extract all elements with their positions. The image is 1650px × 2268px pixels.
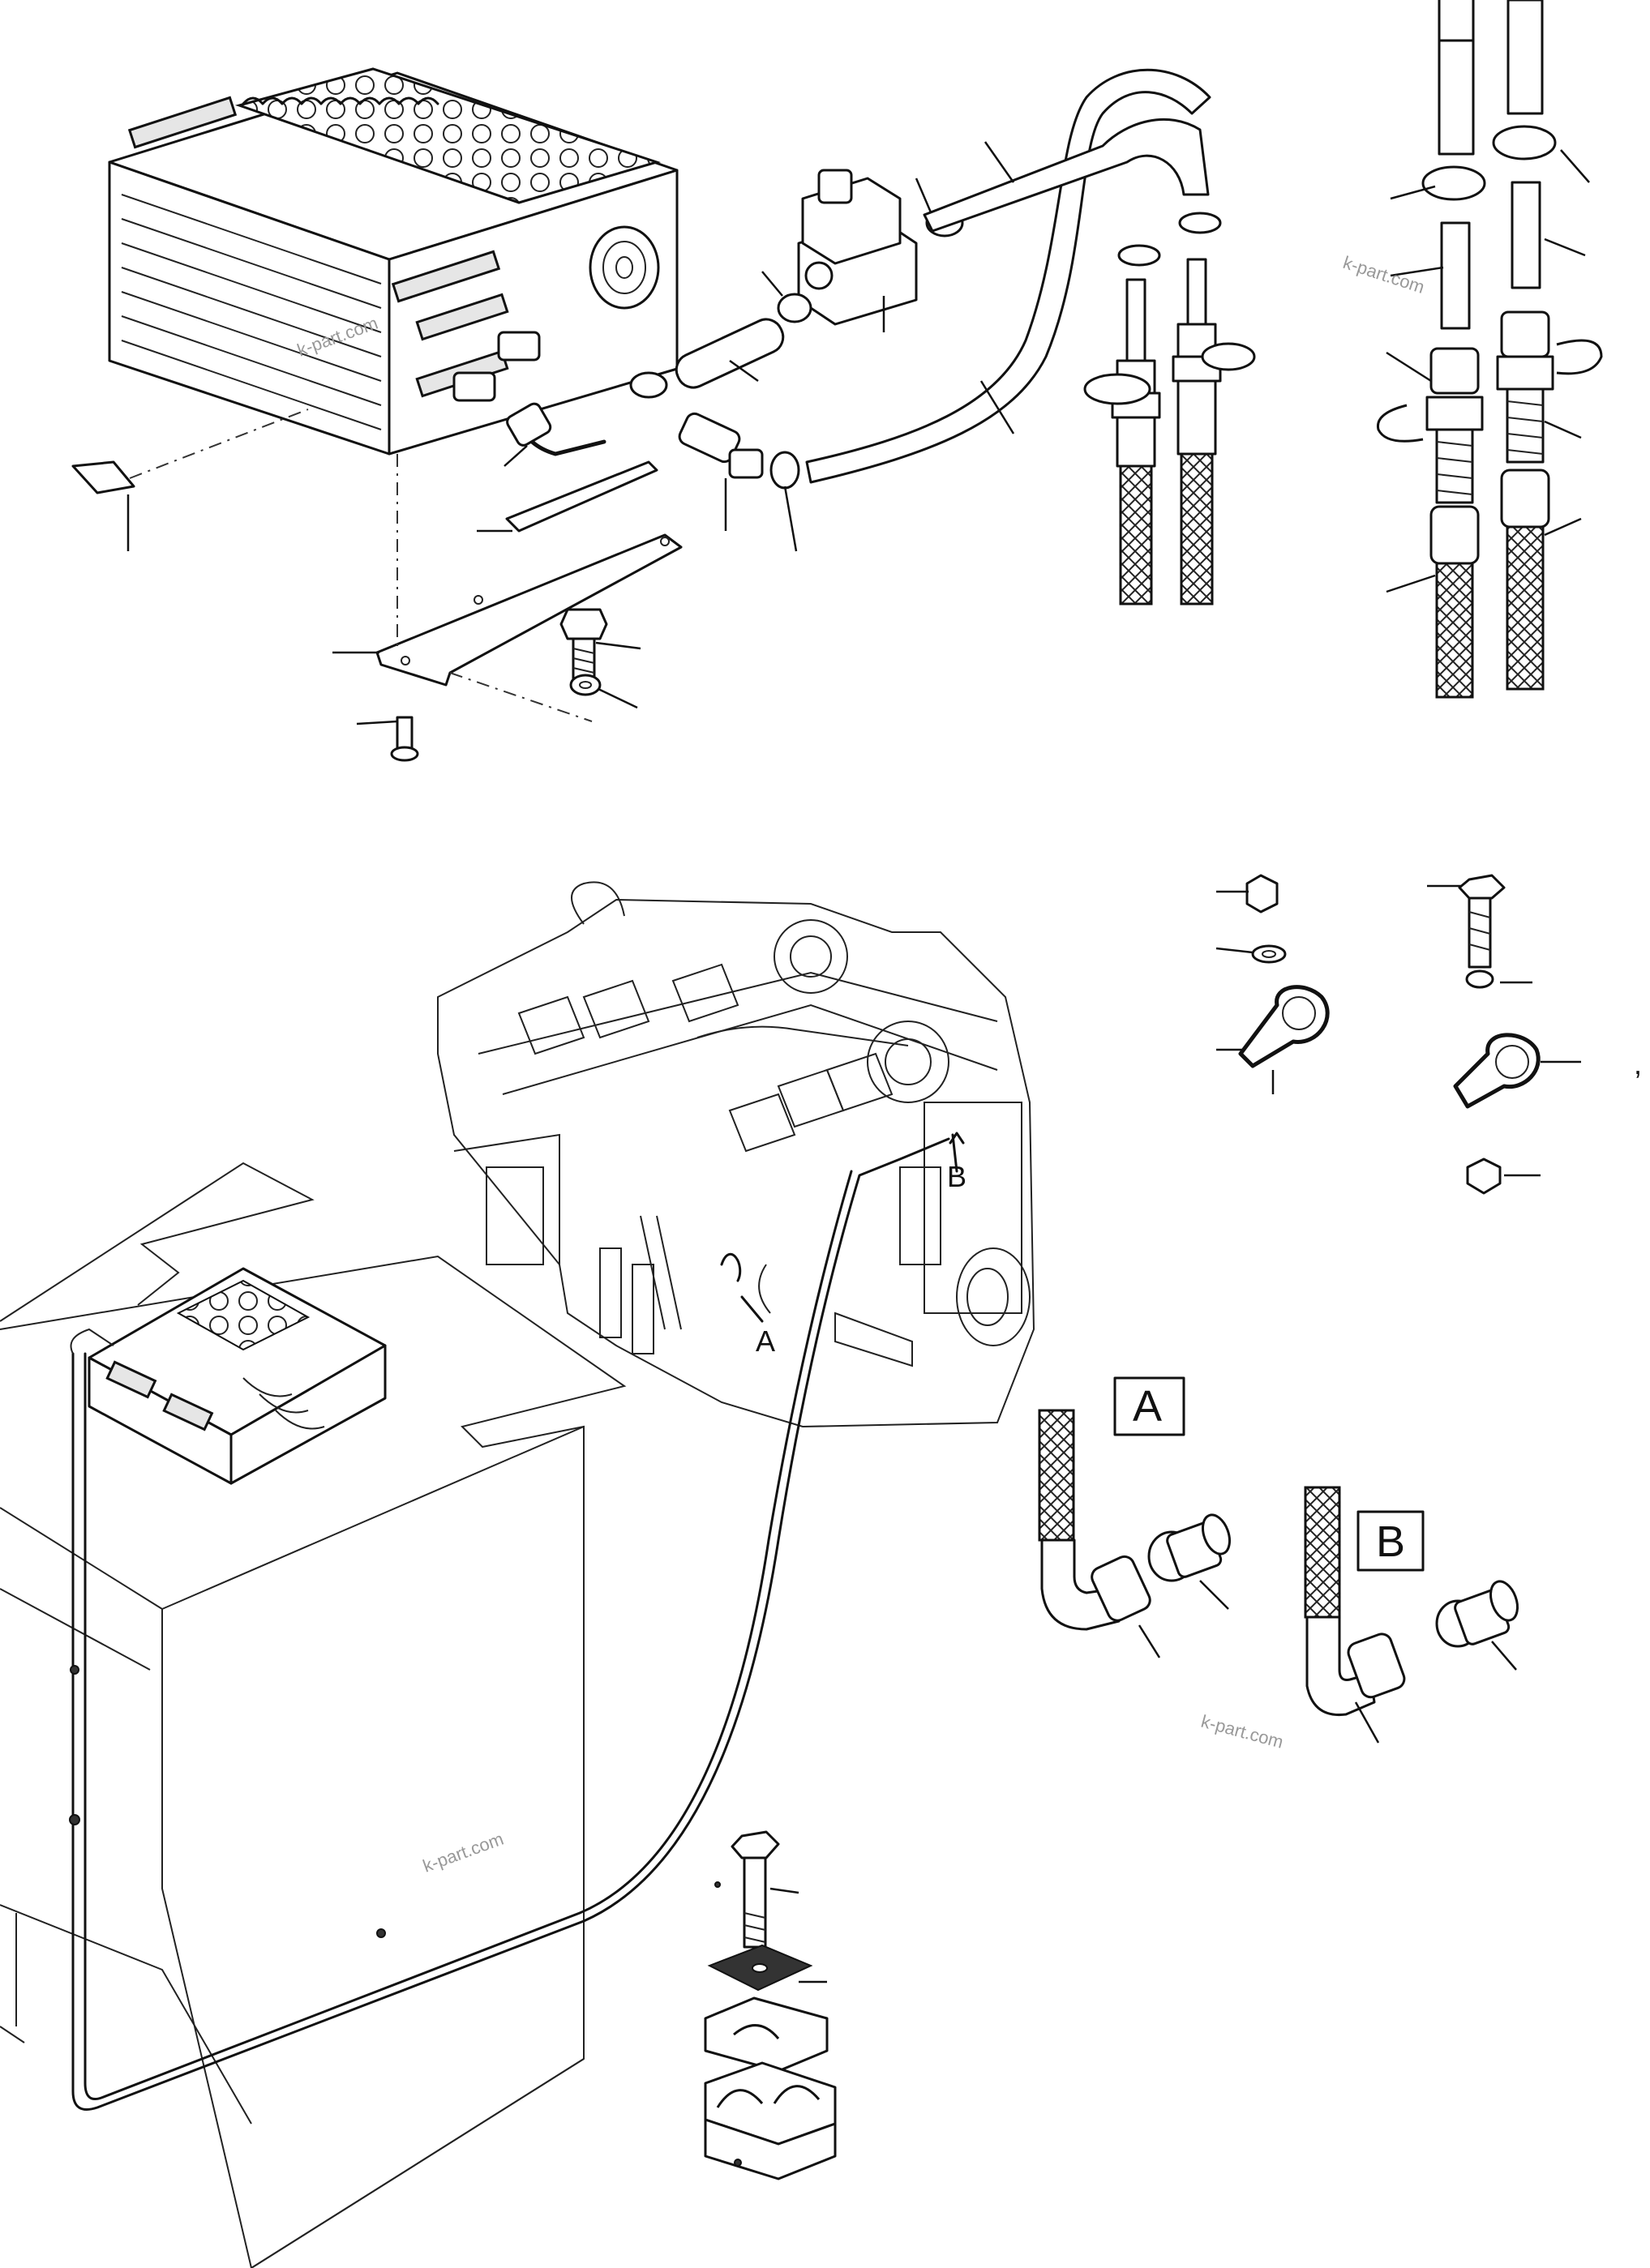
heater-line-route <box>69 1137 950 2111</box>
hose-clamp-small <box>629 371 800 552</box>
detail-b: B k-part.com <box>1199 1486 1519 1752</box>
hose-connector <box>678 412 764 531</box>
rubber-pad <box>477 460 658 533</box>
adapter-b <box>1435 1580 1519 1648</box>
detail-a: A <box>1038 1376 1231 1658</box>
hose-short <box>675 318 785 389</box>
mounting-bracket-upper <box>71 409 309 551</box>
heater-unit-assembly: k-part.com <box>71 67 1256 762</box>
view-marker-b: B <box>947 1132 966 1193</box>
engine-cylinders <box>517 963 894 1153</box>
pipe-assembly-right <box>1172 258 1256 606</box>
engine-pipes <box>571 881 949 1354</box>
engine-block <box>437 881 1035 1428</box>
clamp-detail-right: , <box>1427 874 1642 1195</box>
heater-box <box>108 67 679 456</box>
watermark-4: k-part.com <box>1199 1711 1286 1752</box>
cab-structure <box>0 1162 627 2268</box>
hose-end-clamps <box>1117 212 1222 267</box>
washer <box>569 674 638 709</box>
detail-label-a: A <box>1133 1382 1162 1431</box>
view-label-a: A <box>756 1324 775 1358</box>
pipe-detail-top-right: k-part.com <box>1340 0 1603 699</box>
stray-mark: , <box>1634 1047 1642 1081</box>
screw-countersunk <box>356 716 419 762</box>
pipe-clamp-detail <box>704 1830 837 2180</box>
detail-box-a <box>1113 1376 1185 1436</box>
detail-box-b <box>1356 1510 1425 1572</box>
detail-label-b: B <box>1376 1517 1405 1566</box>
watermark-3: k-part.com <box>420 1829 506 1876</box>
mounting-bracket-lower <box>332 454 683 722</box>
bolt-hex <box>559 608 641 685</box>
heater-hose-long <box>805 68 1211 484</box>
pipe-assembly-left <box>1083 278 1161 606</box>
view-label-b: B <box>947 1160 966 1193</box>
cab-heater-box <box>88 1267 387 1485</box>
elbow-fitting <box>504 402 606 467</box>
clamp-detail-left <box>1215 874 1330 1094</box>
view-marker-a: A <box>720 1252 775 1358</box>
adapter-a <box>1147 1513 1231 1582</box>
solenoid-valve <box>797 169 918 332</box>
watermark-2: k-part.com <box>1340 252 1427 297</box>
